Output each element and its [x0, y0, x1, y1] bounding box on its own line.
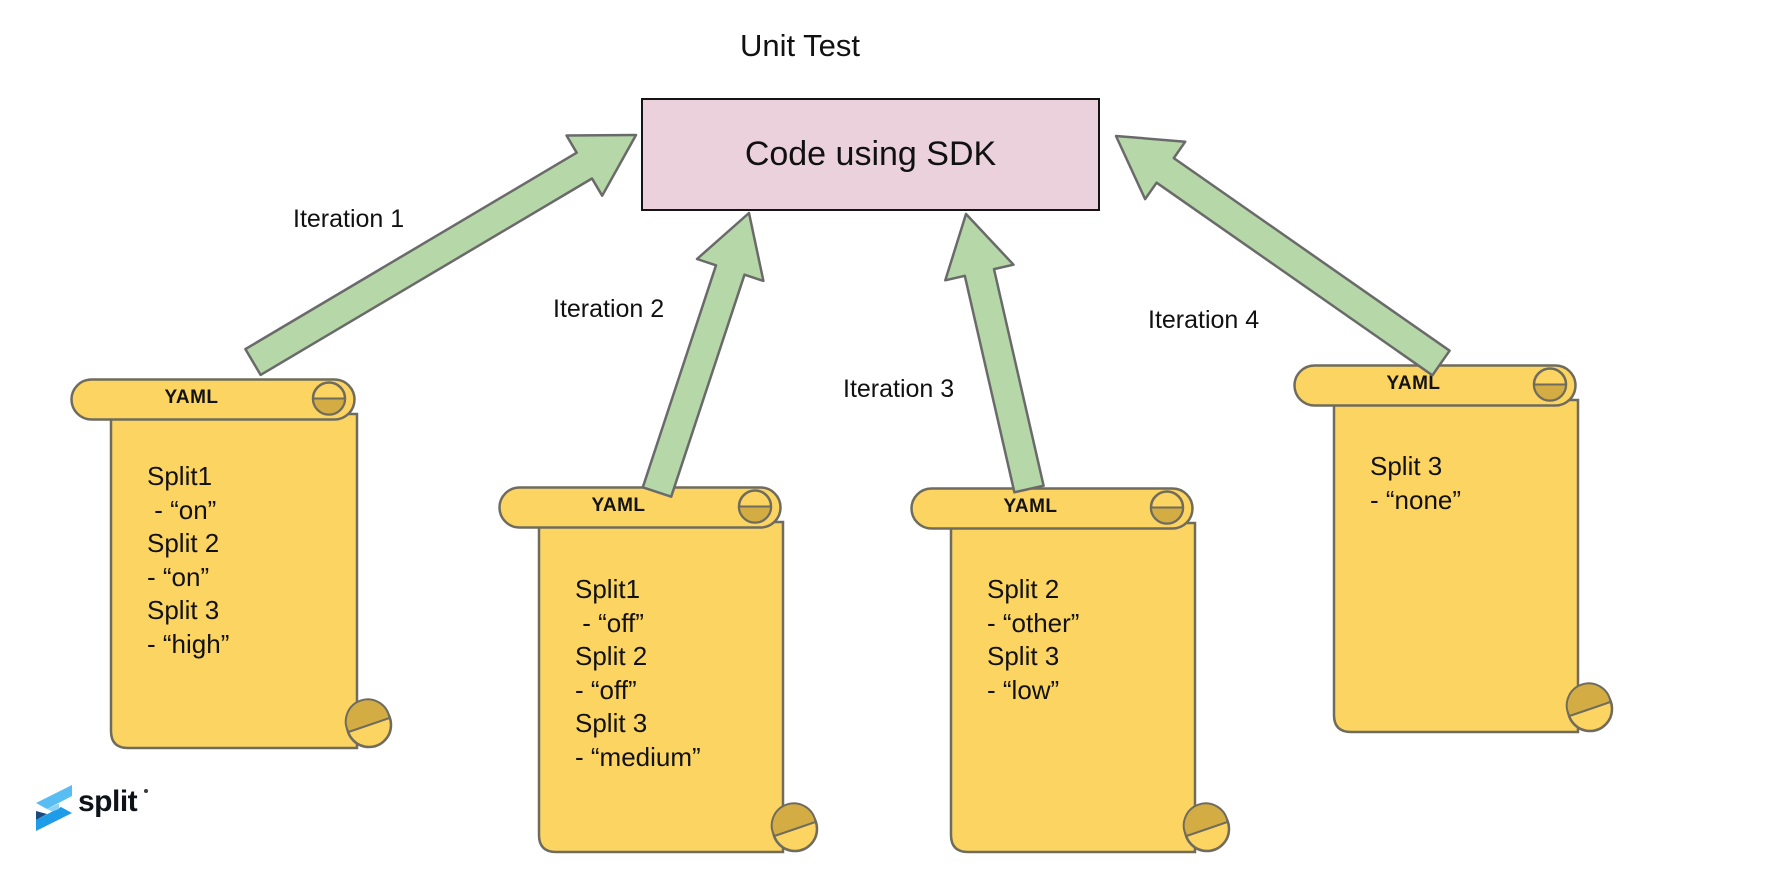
yaml-line: - “off”	[575, 674, 637, 705]
yaml-line: Split 3	[987, 641, 1060, 671]
scroll-body-text: Split1 - “on”Split 2- “on”Split 3- “high…	[147, 460, 229, 661]
yaml-line: - “medium”	[575, 741, 701, 772]
iteration-1-arrow	[244, 133, 638, 377]
yaml-scroll-1: YAML Split1 - “on”Split 2- “on”Split 3- …	[70, 378, 393, 750]
iteration-1-label: Iteration 1	[293, 205, 405, 233]
yaml-line: Split 3	[147, 595, 220, 625]
yaml-line: - “other”	[987, 607, 1080, 638]
scroll-body	[109, 412, 359, 750]
scroll-body-text: Split 2- “other”Split 3- “low”	[987, 573, 1079, 707]
scroll-header-label: YAML	[1003, 496, 1058, 517]
yaml-line: - “on”	[147, 494, 217, 525]
yaml-scroll-2: YAML Split1 - “off”Split 2- “off”Split 3…	[498, 486, 819, 854]
yaml-line: Split 3	[1370, 451, 1443, 481]
scroll-bottom-curl-shade	[1182, 802, 1229, 838]
scroll-body	[537, 520, 785, 854]
yaml-line: Split 3	[575, 708, 648, 738]
scroll-header-label: YAML	[591, 495, 646, 516]
scroll-body	[1332, 398, 1580, 734]
scroll-header-bar	[70, 378, 356, 421]
scroll-body	[949, 521, 1197, 854]
iteration-4-arrow	[1114, 134, 1451, 377]
yaml-line: Split1	[147, 461, 213, 491]
scroll-header-label: YAML	[164, 387, 219, 408]
scroll-bottom-curl-shade	[1565, 682, 1612, 718]
scroll-body-text: Split1 - “off”Split 2- “off”Split 3- “me…	[575, 573, 701, 774]
scroll-bottom-curl-shade	[344, 698, 391, 734]
yaml-line: - “high”	[147, 628, 230, 659]
iteration-2-label: Iteration 2	[553, 295, 665, 323]
scroll-header-curl-shade	[1149, 506, 1185, 525]
iteration-4-label: Iteration 4	[1148, 306, 1260, 334]
scroll-bottom-curl-shade	[770, 802, 817, 838]
scroll-header-curl-shade	[311, 397, 347, 416]
yaml-line: - “low”	[987, 674, 1060, 705]
yaml-scroll-3: YAML Split 2- “other”Split 3- “low”	[910, 487, 1231, 854]
scroll-header-curl-shade	[737, 505, 773, 524]
yaml-line: Split 2	[987, 574, 1060, 604]
yaml-line: Split 2	[575, 641, 648, 671]
scroll-header-curl-shade	[1532, 383, 1568, 402]
split-logo-icon	[36, 785, 72, 831]
yaml-line: - “on”	[147, 561, 210, 592]
split-logo-text: split	[78, 785, 138, 818]
yaml-line: - “off”	[575, 607, 644, 638]
iteration-2-arrow	[641, 211, 765, 498]
scroll-body-text: Split 3- “none”	[1370, 450, 1461, 517]
yaml-line: Split 2	[147, 528, 220, 558]
scroll-header-label: YAML	[1386, 373, 1441, 394]
page-title: Unit Test	[739, 28, 861, 63]
code-using-sdk-box: Code using SDK	[641, 98, 1100, 211]
logo-trademark-dot	[144, 789, 148, 793]
split-logo: split	[34, 783, 234, 835]
yaml-line: Split1	[575, 574, 641, 604]
iteration-3-arrow	[944, 212, 1045, 494]
yaml-line: - “none”	[1370, 484, 1462, 515]
yaml-scroll-4: YAML Split 3- “none”	[1293, 364, 1614, 734]
scroll-header-bar	[910, 487, 1194, 530]
iteration-3-label: Iteration 3	[843, 375, 955, 403]
code-box-label: Code using SDK	[744, 135, 997, 173]
